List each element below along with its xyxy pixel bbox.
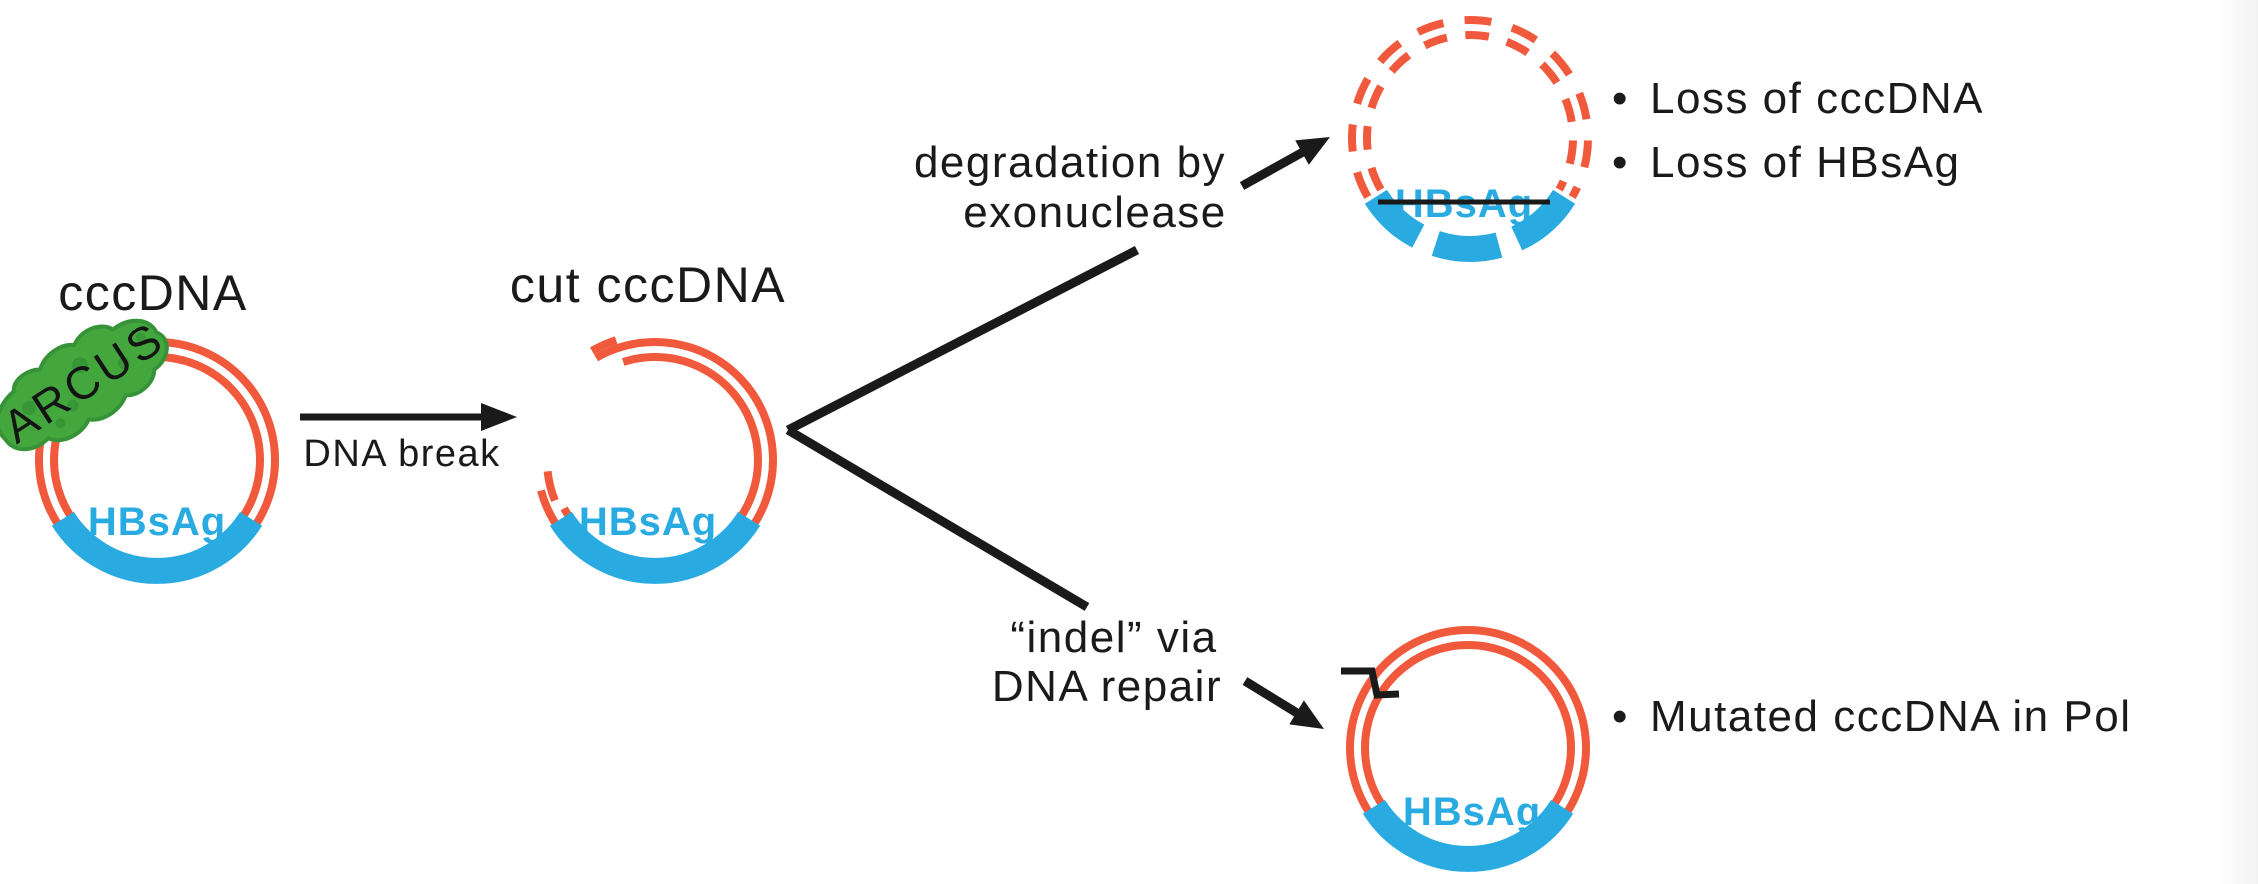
degraded-inner-ring xyxy=(1363,31,1577,192)
mutated-cccdna-molecule: HBsAg xyxy=(1341,626,1590,872)
indel-label-line1: “indel” via xyxy=(1010,613,1217,662)
cccdna-label: cccDNA xyxy=(58,265,248,321)
bullet-icon: • xyxy=(1612,692,1629,741)
degradation-arrow-line xyxy=(1239,148,1306,190)
hbsag-segment xyxy=(549,511,761,584)
cut-cccdna-label: cut cccDNA xyxy=(510,257,786,313)
branch-lines xyxy=(785,246,1140,611)
bullet-icon: • xyxy=(1612,138,1629,187)
degradation-label-line1: degradation by xyxy=(914,138,1226,187)
dna-break-arrow: DNA break xyxy=(300,403,517,475)
branch-lower-line xyxy=(785,426,1090,611)
arcus-enzyme: ARCUS xyxy=(0,311,174,453)
bullet-icon: • xyxy=(1612,74,1629,123)
indel-mark-icon xyxy=(1341,667,1400,699)
degradation-branch: degradation by exonuclease xyxy=(914,137,1330,237)
outcome-list-top: • Loss of cccDNA • Loss of HBsAg xyxy=(1612,74,1984,187)
outcome-mutated-cccdna: Mutated cccDNA in Pol xyxy=(1650,692,2131,741)
hbsag-label: HBsAg xyxy=(579,500,717,544)
cut-end-flick xyxy=(590,336,618,355)
cut-cccdna-molecule: cut cccDNA HBsAg xyxy=(510,257,786,584)
hbsag-segment xyxy=(51,511,263,584)
hbsag-segment xyxy=(1362,799,1574,872)
cccdna-molecule: cccDNA HBsAg ARCUS xyxy=(0,265,279,584)
branch-upper-line xyxy=(785,246,1140,434)
right-edge-shading xyxy=(2216,0,2258,884)
outcome-loss-hbsag: Loss of HBsAg xyxy=(1650,138,1961,187)
degradation-arrow-head xyxy=(1295,137,1330,165)
indel-label-line2: DNA repair xyxy=(992,662,1222,711)
degraded-cccdna-molecule: HBsAg xyxy=(1348,16,1592,262)
indel-arrow-head xyxy=(1289,700,1324,729)
hbsag-segment-fragmented xyxy=(1364,189,1576,262)
arcus-blob-texture xyxy=(21,332,146,429)
hbsag-label: HBsAg xyxy=(1403,790,1541,834)
cut-fragment xyxy=(543,470,559,503)
dna-break-arrow-head xyxy=(481,403,517,431)
arcus-blob-icon xyxy=(0,318,169,452)
outcome-list-bottom: • Mutated cccDNA in Pol xyxy=(1612,692,2131,741)
dna-break-label: DNA break xyxy=(303,433,500,475)
degradation-label-line2: exonuclease xyxy=(963,188,1227,237)
outcome-loss-cccdna: Loss of cccDNA xyxy=(1650,74,1984,123)
degraded-outer-ring xyxy=(1348,16,1592,199)
hbsag-label: HBsAg xyxy=(88,500,226,544)
indel-branch: “indel” via DNA repair xyxy=(992,613,1324,729)
indel-arrow-line xyxy=(1242,677,1300,717)
